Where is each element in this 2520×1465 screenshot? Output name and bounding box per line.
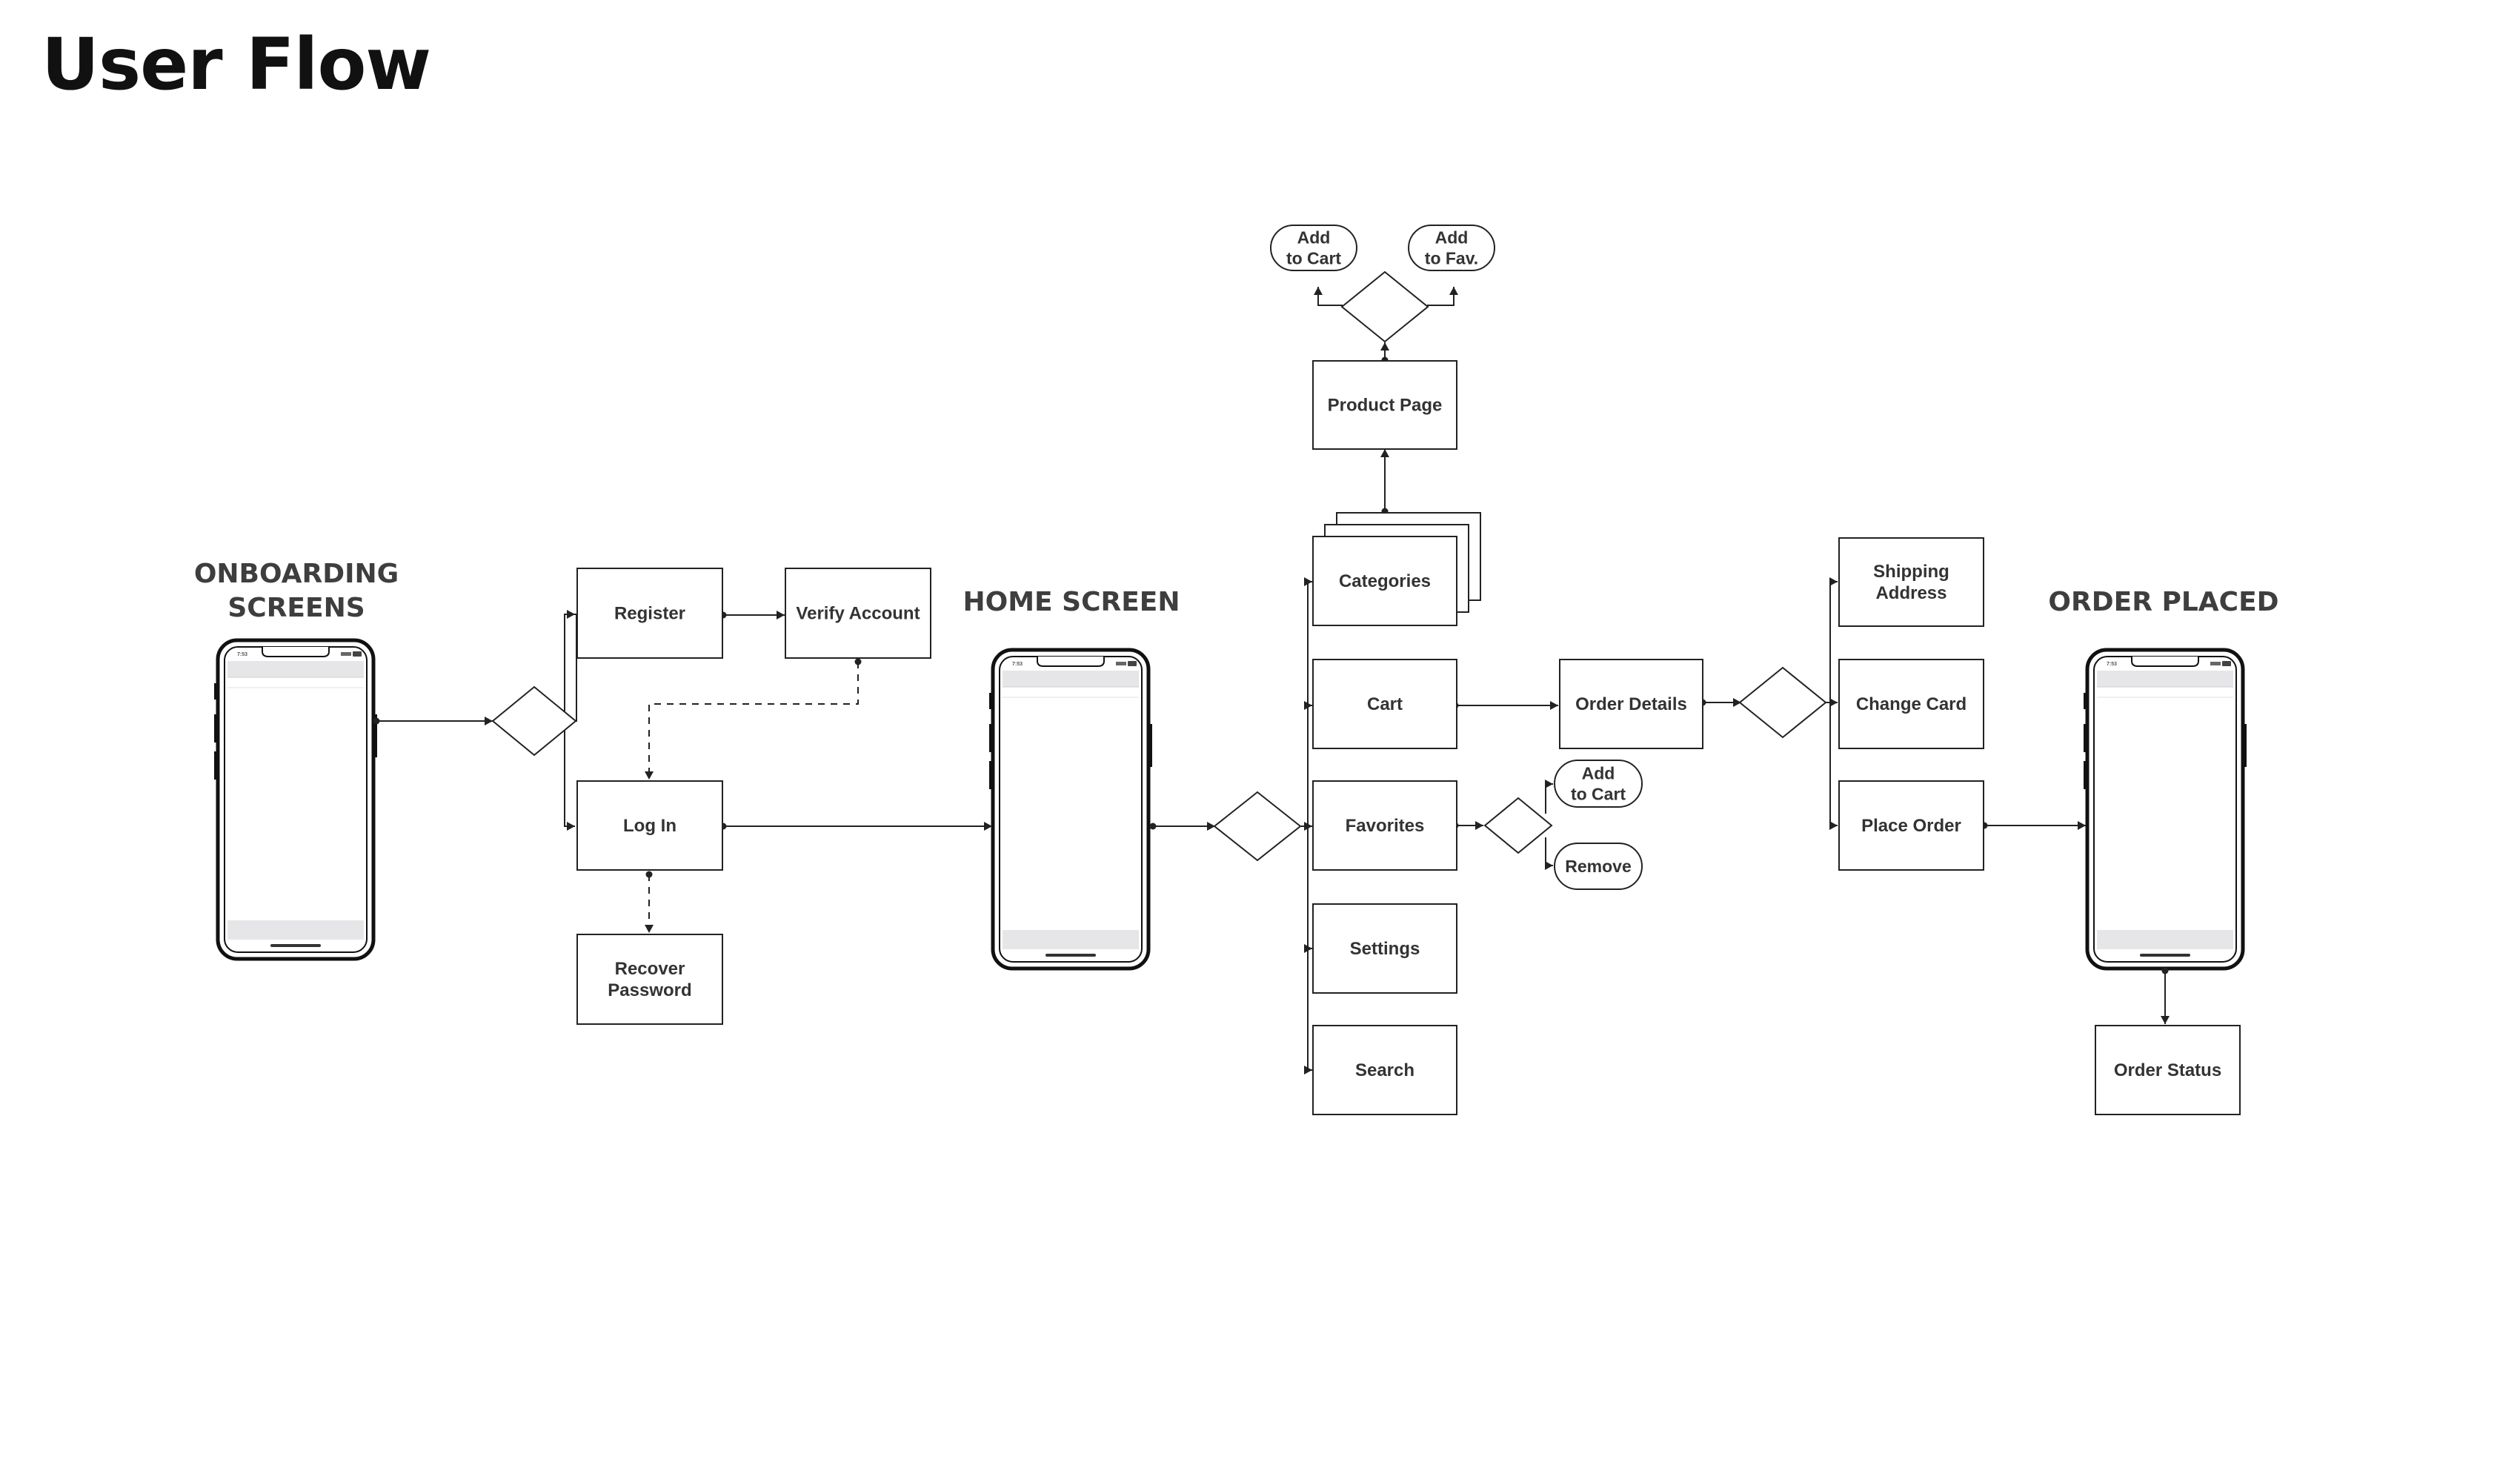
arrow-head bbox=[1545, 861, 1553, 870]
order-details-box[interactable] bbox=[1559, 659, 1703, 749]
connector-dot bbox=[645, 871, 653, 878]
arrow-head bbox=[1829, 821, 1838, 830]
arrow-head bbox=[1733, 698, 1741, 707]
register-box[interactable] bbox=[576, 568, 723, 659]
arrow-head bbox=[567, 822, 575, 831]
arrow-head bbox=[984, 822, 992, 831]
verify-account-label: Verify Account bbox=[796, 604, 920, 624]
onboarding-phone-mockup: 7:53 bbox=[214, 638, 377, 961]
status-time: 7:53 bbox=[237, 652, 247, 657]
order-decision-diamond bbox=[1738, 666, 1827, 739]
order-placed-phone-mockup: 7:53 bbox=[2084, 648, 2247, 971]
product-add-to-fav-pill[interactable] bbox=[1408, 225, 1495, 271]
onboarding-decision-diamond bbox=[491, 685, 577, 757]
page-title: User Flow bbox=[41, 23, 431, 106]
change-card-label: Change Card bbox=[1856, 694, 1967, 714]
flow-connector bbox=[1427, 287, 1455, 306]
arrow-head bbox=[1475, 821, 1483, 830]
product-page-label: Product Page bbox=[1328, 396, 1443, 416]
product-add-to-cart-pill[interactable] bbox=[1270, 225, 1357, 271]
flow-connector bbox=[1545, 837, 1553, 866]
change-card-box[interactable] bbox=[1838, 659, 1984, 749]
product-decision-diamond bbox=[1340, 270, 1429, 343]
connector-dot bbox=[1149, 823, 1157, 830]
flow-connector bbox=[564, 721, 575, 827]
flow-connector bbox=[567, 614, 577, 722]
flow-connector bbox=[1317, 287, 1343, 306]
arrow-head bbox=[1314, 287, 1323, 295]
status-time: 7:53 bbox=[1012, 662, 1023, 667]
flow-connector bbox=[1545, 783, 1553, 814]
arrow-head bbox=[1304, 577, 1312, 586]
arrow-head bbox=[1829, 577, 1838, 586]
arrow-head bbox=[645, 925, 654, 933]
arrow-head bbox=[1380, 449, 1389, 457]
arrow-head bbox=[567, 610, 575, 619]
home-phone-mockup: 7:53 bbox=[989, 648, 1152, 971]
home-decision-diamond bbox=[1213, 791, 1302, 862]
shipping-address-box[interactable] bbox=[1838, 537, 1984, 627]
status-time: 7:53 bbox=[2107, 662, 2117, 667]
recover-password-box[interactable] bbox=[576, 934, 723, 1025]
arrow-head bbox=[1449, 287, 1458, 295]
arrow-head bbox=[2161, 1016, 2170, 1024]
onboarding-screens-heading: ONBOARDING SCREENS bbox=[193, 559, 399, 624]
product-page-box[interactable] bbox=[1312, 360, 1457, 450]
order-details-label: Order Details bbox=[1575, 694, 1687, 714]
favorites-label: Favorites bbox=[1346, 816, 1425, 836]
log-in-box[interactable] bbox=[576, 780, 723, 871]
register-label: Register bbox=[614, 604, 685, 624]
cart-label: Cart bbox=[1367, 694, 1403, 714]
arrow-head bbox=[1550, 701, 1558, 710]
order-status-label: Order Status bbox=[2114, 1060, 2221, 1080]
arrow-head bbox=[2078, 821, 2086, 830]
categories-box[interactable] bbox=[1312, 536, 1457, 626]
favorites-decision-diamond bbox=[1483, 797, 1553, 854]
arrow-head bbox=[1304, 1066, 1312, 1074]
arrow-head bbox=[645, 771, 654, 780]
order-placed-heading: ORDER PLACED bbox=[2048, 587, 2279, 617]
arrow-head bbox=[777, 611, 785, 619]
search-label: Search bbox=[1355, 1060, 1414, 1080]
settings-label: Settings bbox=[1350, 939, 1420, 959]
connector-dot bbox=[854, 658, 862, 665]
favorites-add-to-cart-pill[interactable] bbox=[1554, 760, 1643, 808]
log-in-label: Log In bbox=[623, 816, 676, 836]
flow-connector bbox=[564, 614, 575, 721]
favorites-remove-label: Remove bbox=[1565, 857, 1631, 876]
connector-dot bbox=[2161, 967, 2169, 974]
arrow-head bbox=[1545, 780, 1553, 788]
arrow-head bbox=[1829, 698, 1838, 707]
arrow-head bbox=[1207, 822, 1215, 831]
arrow-head bbox=[1304, 944, 1312, 953]
arrow-head bbox=[1304, 701, 1312, 710]
verify-account-box[interactable] bbox=[785, 568, 931, 659]
search-box[interactable] bbox=[1312, 1025, 1457, 1115]
cart-box[interactable] bbox=[1312, 659, 1457, 749]
favorites-remove-pill[interactable] bbox=[1554, 843, 1643, 890]
order-status-box[interactable] bbox=[2095, 1025, 2241, 1115]
flow-connector bbox=[648, 662, 859, 780]
arrow-head bbox=[1380, 342, 1389, 351]
connector-dot bbox=[373, 717, 380, 725]
place-order-box[interactable] bbox=[1838, 780, 1984, 871]
home-screen-heading: HOME SCREEN bbox=[963, 587, 1180, 617]
favorites-box[interactable] bbox=[1312, 780, 1457, 871]
arrow-head bbox=[485, 717, 493, 725]
arrow-head bbox=[1304, 822, 1312, 831]
categories-label: Categories bbox=[1339, 571, 1431, 591]
place-order-label: Place Order bbox=[1861, 816, 1961, 836]
settings-box[interactable] bbox=[1312, 903, 1457, 994]
